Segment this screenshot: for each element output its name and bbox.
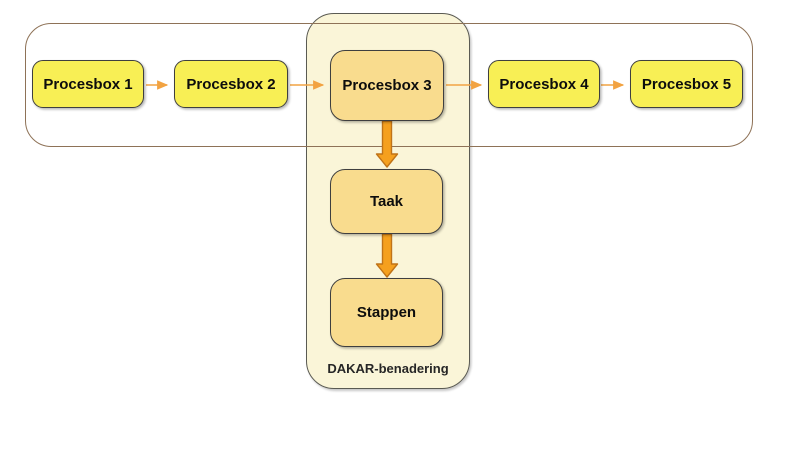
procesbox-5: Procesbox 5 [630, 60, 743, 108]
procesbox-2: Procesbox 2 [174, 60, 288, 108]
procesbox-4: Procesbox 4 [488, 60, 600, 108]
taak-box: Taak [330, 169, 443, 234]
stappen-box: Stappen [330, 278, 443, 347]
procesbox-3: Procesbox 3 [330, 50, 444, 121]
procesbox-1: Procesbox 1 [32, 60, 144, 108]
dakar-container-label: DAKAR-benadering [327, 361, 449, 376]
